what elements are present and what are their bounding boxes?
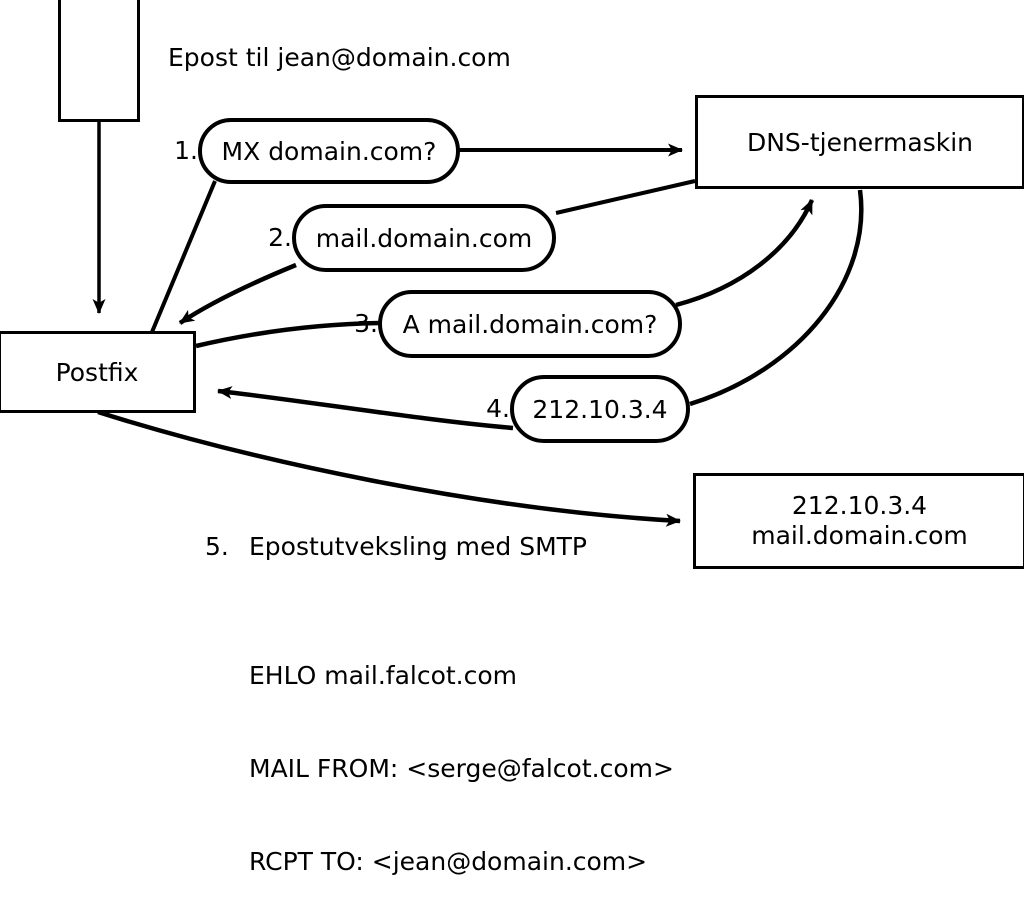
dns-server-node-label: DNS-tjenermaskin bbox=[746, 127, 973, 157]
destination-hostname-label: mail.domain.com bbox=[751, 521, 968, 550]
step-3-label: A mail.domain.com? bbox=[402, 309, 658, 339]
step-2-bubble: mail.domain.com bbox=[292, 204, 556, 272]
smtp-transcript: EHLO mail.falcot.com MAIL FROM: <serge@f… bbox=[249, 598, 674, 919]
step-4-label: 212.10.3.4 bbox=[532, 394, 668, 424]
step-2-label: mail.domain.com bbox=[315, 223, 533, 253]
page-title: Epost til jean@domain.com bbox=[168, 43, 511, 72]
arrow-step3-postfix-to-bubble3 bbox=[195, 320, 381, 349]
arrow-step1-tail bbox=[150, 180, 217, 333]
dns-server-node: DNS-tjenermaskin bbox=[695, 95, 1024, 189]
arrow-step2-to-postfix bbox=[178, 262, 297, 325]
destination-mailserver-node: 212.10.3.4 mail.domain.com bbox=[693, 473, 1024, 569]
postfix-node: Postfix bbox=[0, 331, 196, 413]
smtp-transcript-line: EHLO mail.falcot.com bbox=[249, 661, 518, 690]
step-5-number: 5. bbox=[205, 532, 229, 561]
step-1-label: MX domain.com? bbox=[221, 136, 437, 166]
postfix-node-label: Postfix bbox=[55, 357, 139, 387]
arrow-step4-dns-to-bubble4 bbox=[689, 189, 864, 407]
step-4-bubble: 212.10.3.4 bbox=[510, 375, 690, 443]
arrow-step4-to-postfix bbox=[217, 386, 514, 431]
smtp-transcript-line: RCPT TO: <jean@domain.com> bbox=[249, 847, 648, 876]
step-2-number: 2. bbox=[268, 223, 292, 252]
arrow-step5-smtp bbox=[97, 409, 681, 527]
step-5-label: Epostutveksling med SMTP bbox=[249, 532, 588, 561]
step-3-number: 3. bbox=[354, 309, 378, 338]
arrow-step3-to-dns bbox=[675, 199, 815, 308]
step-3-bubble: A mail.domain.com? bbox=[378, 290, 682, 358]
step-1-number: 1. bbox=[174, 136, 198, 165]
destination-ip-label: 212.10.3.4 bbox=[791, 491, 928, 520]
arrow-step2-dns-to-bubble2 bbox=[555, 179, 696, 215]
sender-node bbox=[58, 0, 140, 122]
smtp-transcript-line: MAIL FROM: <serge@falcot.com> bbox=[249, 754, 674, 783]
step-1-bubble: MX domain.com? bbox=[198, 118, 460, 184]
step-4-number: 4. bbox=[486, 394, 510, 423]
